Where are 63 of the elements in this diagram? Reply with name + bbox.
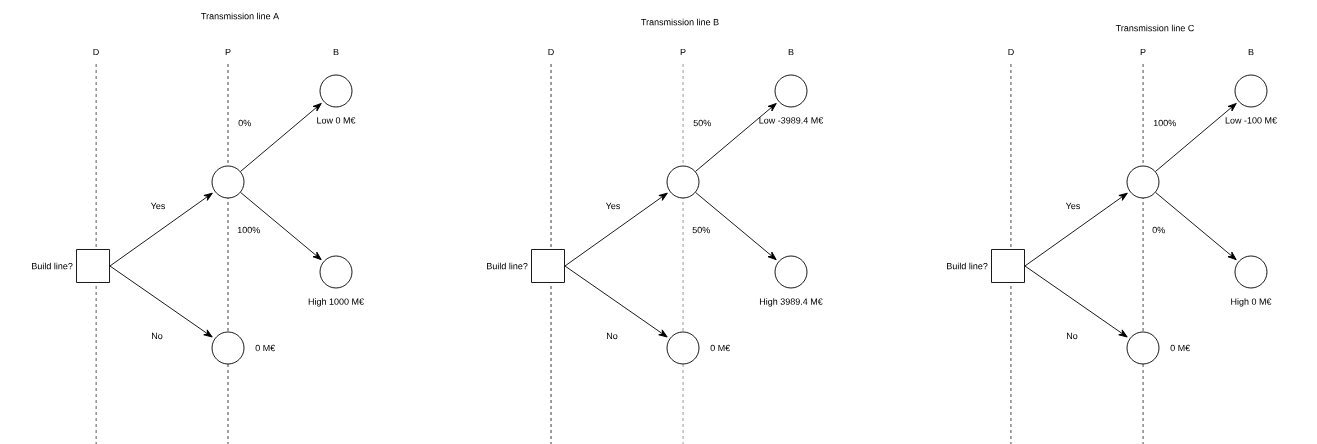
node-caption: Low -3989.4 M€ xyxy=(759,117,824,124)
node-caption: High 1000 M€ xyxy=(308,298,364,307)
node-caption: Low -100 M€ xyxy=(1225,117,1277,124)
panel-title: Transmission line B xyxy=(641,18,719,26)
arrow xyxy=(109,192,213,267)
node-caption: Build line? xyxy=(487,262,528,270)
node-caption: Build line? xyxy=(32,262,73,270)
chance-circle xyxy=(211,165,245,199)
chance-circle xyxy=(666,331,700,365)
edge-label: No xyxy=(150,331,164,341)
arrow xyxy=(564,265,668,338)
arrow xyxy=(695,102,777,172)
edge-label: 100% xyxy=(1152,118,1178,128)
edge-label: 0% xyxy=(1151,225,1167,235)
decision-square xyxy=(531,249,565,283)
node-caption: 0 M€ xyxy=(1170,344,1191,352)
panel-title: Transmission line A xyxy=(201,12,280,20)
column-label: B xyxy=(1248,48,1254,56)
edge-label: No xyxy=(1065,331,1079,341)
chance-circle xyxy=(1234,74,1268,108)
chance-circle xyxy=(319,255,353,289)
edge-label: Yes xyxy=(604,201,622,211)
edge-label: Yes xyxy=(149,201,167,211)
column-label: B xyxy=(788,48,794,56)
edge-label: No xyxy=(605,331,619,341)
chance-circle xyxy=(211,331,245,365)
arrow xyxy=(1155,102,1237,172)
chance-circle xyxy=(1126,331,1160,365)
arrow xyxy=(109,265,213,338)
node-caption: 0 M€ xyxy=(710,344,731,352)
node-caption: Build line? xyxy=(947,262,988,270)
chance-circle xyxy=(666,165,700,199)
column-label: B xyxy=(333,48,339,56)
node-caption: 0 M€ xyxy=(255,344,276,352)
decision-square xyxy=(991,249,1025,283)
edge-label: 50% xyxy=(691,225,712,235)
column-label: P xyxy=(225,48,231,56)
column-label: D xyxy=(548,48,554,56)
column-label: P xyxy=(1140,48,1146,56)
column-label: D xyxy=(93,48,99,56)
chance-circle xyxy=(1234,255,1268,289)
arrow xyxy=(564,192,668,267)
arrow xyxy=(1024,192,1128,267)
chance-circle xyxy=(774,74,808,108)
arrow xyxy=(1024,265,1128,338)
edge-label: Yes xyxy=(1064,201,1082,211)
arrow xyxy=(695,192,777,261)
chance-circle xyxy=(319,74,353,108)
node-caption: Low 0 M€ xyxy=(317,117,356,124)
chance-circle xyxy=(1126,165,1160,199)
column-label: D xyxy=(1008,48,1014,56)
arrow xyxy=(240,192,322,261)
node-caption: High 3989.4 M€ xyxy=(759,298,823,307)
edge-label: 0% xyxy=(237,118,253,128)
column-label: P xyxy=(680,48,686,56)
panel-title: Transmission line C xyxy=(1115,24,1194,32)
arrow xyxy=(240,102,322,172)
edge-label: 50% xyxy=(692,118,713,128)
decision-square xyxy=(76,249,110,283)
chance-circle xyxy=(774,255,808,289)
node-caption: High 0 M€ xyxy=(1231,298,1272,307)
edge-label: 100% xyxy=(236,225,262,235)
arrow xyxy=(1155,192,1237,261)
